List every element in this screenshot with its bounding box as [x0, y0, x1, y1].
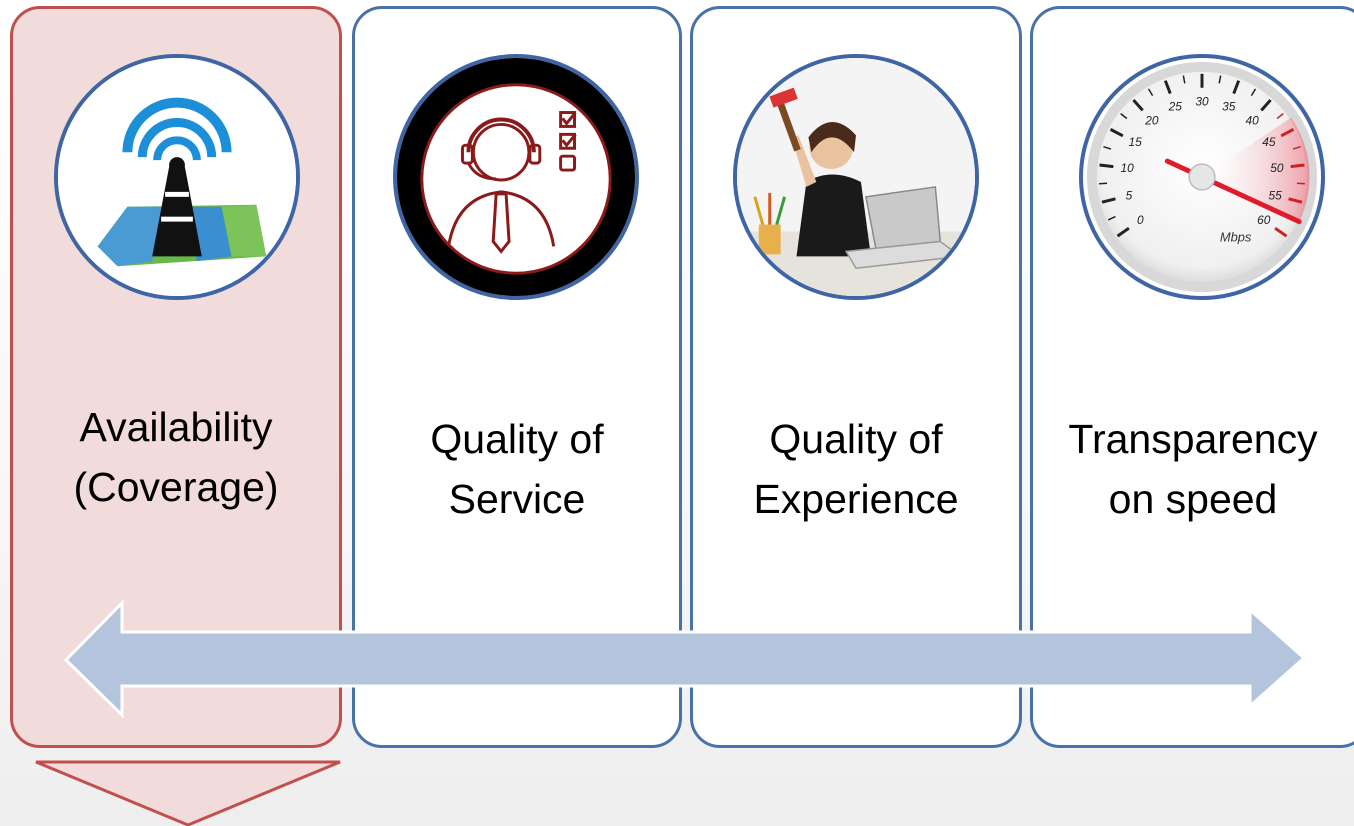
gauge-tick-label: 20 — [1144, 114, 1159, 128]
gauge-tick-label: 5 — [1126, 188, 1133, 202]
gauge-tick — [1292, 145, 1301, 150]
gauge-tick — [1147, 88, 1154, 96]
gauge-tick — [1103, 145, 1112, 150]
gauge-tick — [1101, 197, 1116, 204]
gauge-tick — [1276, 113, 1284, 120]
gauge-tick-label: 10 — [1121, 161, 1135, 175]
label-line-1: Availability — [79, 404, 273, 450]
label-line-1: Quality of — [769, 416, 943, 462]
panel-label-availability: Availability (Coverage) — [13, 397, 339, 517]
gauge-tick — [1280, 128, 1295, 138]
gauge-tick — [1232, 80, 1241, 95]
label-line-1: Transparency — [1068, 416, 1318, 462]
gauge-tick — [1109, 128, 1124, 138]
gauge-tick — [1182, 75, 1186, 84]
panel-availability: Availability (Coverage) — [10, 6, 342, 748]
panel-quality-of-experience: Quality of Experience — [690, 6, 1022, 748]
gauge-tick-label: 50 — [1270, 161, 1284, 175]
gauge-tick-label: 60 — [1257, 213, 1271, 227]
gauge-tick — [1288, 197, 1303, 204]
gauge-unit-label: Mbps — [1220, 229, 1252, 244]
label-line-2: (Coverage) — [73, 464, 279, 510]
gauge-tick-label: 40 — [1245, 114, 1259, 128]
gauge-tick — [1250, 88, 1257, 96]
gauge-tick-label: 35 — [1222, 100, 1236, 114]
label-line-2: Experience — [753, 476, 959, 522]
gauge-tick-label: 0 — [1137, 213, 1144, 227]
gauge-tick — [1099, 182, 1108, 185]
panel-label-quality-of-service: Quality of Service — [355, 409, 679, 529]
gauge-tick — [1296, 182, 1305, 185]
gauge-tick — [1260, 98, 1272, 112]
gauge-tick — [1116, 226, 1130, 238]
double-headed-arrow — [63, 599, 1307, 719]
gauge-tick — [1099, 163, 1114, 169]
gauge-tick — [1163, 80, 1172, 95]
down-arrow-indicator — [35, 760, 341, 826]
gauge-tick — [1107, 215, 1116, 221]
gauge-tick-label: 45 — [1262, 135, 1276, 149]
cell-tower-map-icon — [54, 54, 300, 300]
gauge-tick-label: 15 — [1129, 135, 1143, 149]
gauge-tick — [1290, 163, 1305, 169]
support-agent-checklist-icon — [393, 54, 639, 300]
frustrated-user-laptop-icon — [733, 54, 979, 300]
gauge-tick-label: 30 — [1195, 95, 1209, 109]
label-line-1: Quality of — [430, 416, 604, 462]
panel-label-transparency-on-speed: Transparency on speed — [1033, 409, 1353, 529]
panel-quality-of-service: Quality of Service — [352, 6, 682, 748]
label-line-2: on speed — [1108, 476, 1278, 522]
gauge-tick — [1274, 226, 1288, 238]
gauge-tick-label: 25 — [1168, 100, 1183, 114]
gauge-tick-label: 55 — [1268, 188, 1282, 202]
gauge-tick — [1132, 98, 1144, 112]
panel-label-quality-of-experience: Quality of Experience — [693, 409, 1019, 529]
label-line-2: Service — [448, 476, 586, 522]
gauge-tick — [1218, 75, 1222, 84]
gauge-tick — [1120, 113, 1128, 120]
